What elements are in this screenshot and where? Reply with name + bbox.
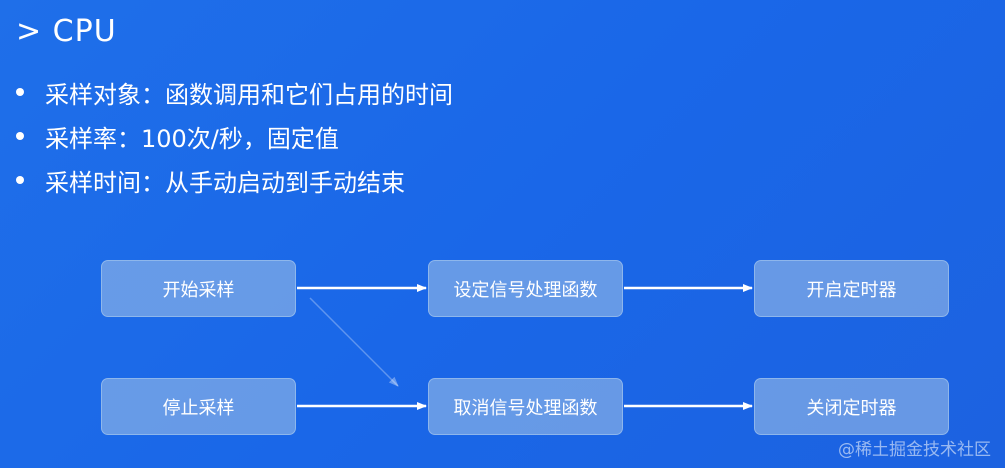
bullet-item: 采样率：100次/秒，固定值: [14, 114, 453, 158]
flow-box-stop-sampling: 停止采样: [101, 378, 296, 435]
bullet-dot-icon: [16, 88, 24, 96]
bullet-dot-icon: [16, 176, 24, 184]
slide-title: > CPU: [16, 14, 117, 49]
watermark: @稀土掘金技术社区: [838, 440, 991, 460]
bullet-item: 采样时间：从手动启动到手动结束: [14, 158, 453, 202]
bullet-item: 采样对象：函数调用和它们占用的时间: [14, 70, 453, 114]
flow-box-cancel-signal-handler: 取消信号处理函数: [428, 378, 623, 435]
flow-box-start-timer: 开启定时器: [754, 260, 949, 317]
bullet-list: 采样对象：函数调用和它们占用的时间 采样率：100次/秒，固定值 采样时间：从手…: [14, 70, 453, 202]
bullet-text: 采样率：100次/秒，固定值: [45, 124, 339, 153]
bullet-dot-icon: [16, 132, 24, 140]
flow-box-stop-timer: 关闭定时器: [754, 378, 949, 435]
flow-box-set-signal-handler: 设定信号处理函数: [428, 260, 623, 317]
bullet-text: 采样时间：从手动启动到手动结束: [45, 168, 405, 197]
bullet-text: 采样对象：函数调用和它们占用的时间: [45, 80, 453, 109]
arrow-faint-diagonal: [309, 297, 399, 387]
flow-box-start-sampling: 开始采样: [101, 260, 296, 317]
